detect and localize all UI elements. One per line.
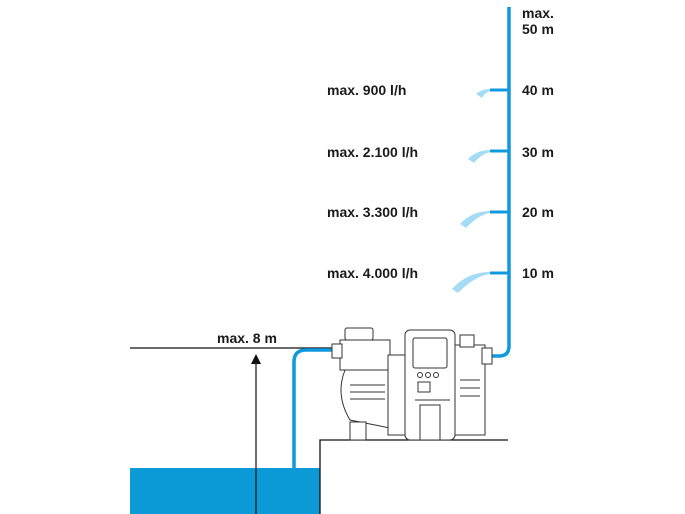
height-label-10: 10 m (522, 265, 554, 281)
max-head-label-line1: max. (522, 5, 554, 21)
water-spray-icon (468, 150, 490, 163)
arrow-head-icon (251, 354, 261, 364)
water-spray-icon (460, 211, 490, 228)
height-label-40: 40 m (522, 82, 554, 98)
flow-label-20: max. 3.300 l/h (327, 204, 419, 220)
water-spray-icon (452, 272, 490, 293)
flow-label-30: max. 2.100 l/h (327, 144, 419, 160)
flow-label-10: max. 4.000 l/h (327, 265, 419, 281)
pump-icon (331, 327, 493, 441)
water-spray-icon (476, 89, 490, 98)
suction-pipe (292, 348, 337, 468)
flow-label-40: max. 900 l/h (327, 82, 407, 98)
water-reservoir (130, 468, 320, 514)
delivery-pipe (490, 7, 511, 358)
height-label-30: 30 m (522, 144, 554, 160)
max-head-label-line2: 50 m (522, 21, 554, 37)
height-label-20: 20 m (522, 204, 554, 220)
ledge-outline (319, 439, 508, 514)
suction-label: max. 8 m (217, 330, 277, 346)
max-head-label: max. 50 m (522, 5, 554, 37)
